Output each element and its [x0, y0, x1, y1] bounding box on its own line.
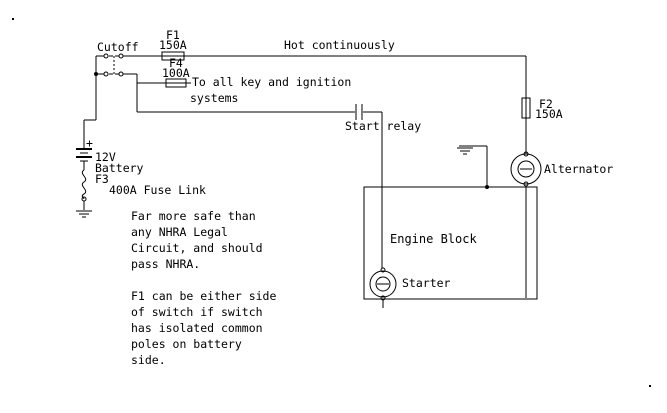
- start-relay: [355, 104, 363, 120]
- corner-dot-bottom-right: [649, 385, 651, 387]
- battery-plus-label: +: [86, 136, 93, 150]
- battery-label: Battery: [95, 161, 144, 175]
- corner-dot-top-left: [12, 18, 14, 20]
- starter: [369, 267, 397, 301]
- hot-continuously-label: Hot continuously: [284, 38, 395, 52]
- f1-rating-label: 150A: [159, 38, 187, 52]
- battery-voltage-label: 12V: [95, 150, 116, 164]
- note-safety-line: Circuit, and should: [131, 241, 263, 255]
- fuse-link-f3: [81, 169, 87, 210]
- alternator: [510, 151, 542, 187]
- note-f1-line: poles on battery: [131, 337, 242, 351]
- f3-label: F3: [95, 172, 109, 186]
- note-safety: Far more safe than any NHRA Legal Circui…: [131, 209, 263, 271]
- f4-label: F4: [169, 56, 183, 70]
- f4-rating-label: 100A: [162, 66, 190, 80]
- start-relay-label: Start relay: [345, 119, 421, 133]
- note-safety-line: Far more safe than: [131, 209, 256, 223]
- key-ignition-label-line2: systems: [190, 91, 238, 105]
- note-f1-line: has isolated common: [131, 321, 263, 335]
- note-safety-line: pass NHRA.: [131, 257, 200, 271]
- starter-label: Starter: [402, 276, 451, 290]
- battery-feed-wire: [84, 55, 104, 121]
- fuse-link-label: 400A Fuse Link: [109, 183, 206, 197]
- note-f1-line: of switch if switch: [131, 305, 263, 319]
- cutoff-switch: [96, 53, 124, 77]
- battery: [76, 120, 92, 170]
- note-f1-placement: F1 can be either side of switch if switc…: [131, 289, 276, 367]
- f2-label: F2: [539, 97, 553, 111]
- key-ignition-label-line1: To all key and ignition: [192, 75, 351, 89]
- battery-ground-icon: [76, 210, 92, 218]
- note-f1-line: F1 can be either side: [131, 289, 276, 303]
- alternator-label: Alternator: [544, 162, 613, 176]
- cutoff-label: Cutoff: [97, 40, 139, 54]
- note-safety-line: any NHRA Legal: [131, 225, 228, 239]
- engine-block-label: Engine Block: [390, 232, 477, 246]
- note-f1-line: side.: [131, 353, 166, 367]
- engine-block: [363, 186, 538, 300]
- f2-rating-label: 150A: [535, 107, 563, 121]
- engine-ground-icon: [457, 145, 488, 187]
- f1-label: F1: [166, 28, 180, 42]
